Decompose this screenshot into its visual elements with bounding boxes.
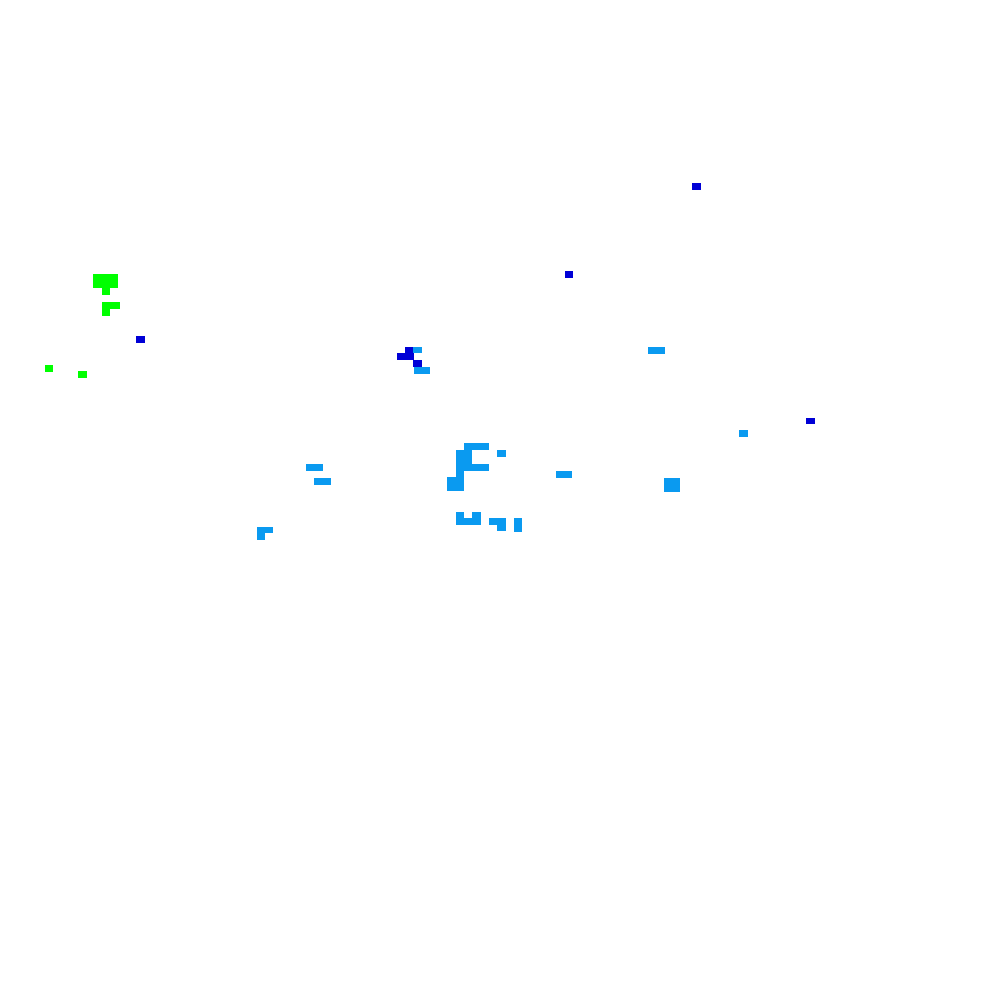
raster-cell-light-blue (456, 450, 472, 464)
raster-cell-dark-blue (136, 336, 145, 343)
raster-cell-dark-blue (413, 360, 422, 367)
raster-cell-dark-blue (397, 353, 414, 360)
raster-cell-light-blue (456, 470, 464, 477)
raster-cell-light-blue (556, 471, 572, 478)
raster-cell-dark-blue (565, 271, 573, 278)
raster-cell-light-blue (464, 443, 489, 450)
raster-cell-light-blue (489, 518, 506, 525)
raster-cell-light-blue (472, 512, 481, 519)
raster-cell-green (78, 371, 87, 378)
raster-cell-light-blue (447, 477, 464, 491)
raster-cell-light-blue (306, 464, 323, 471)
raster-cell-green (102, 309, 110, 316)
raster-cell-dark-blue (806, 418, 815, 424)
raster-cell-light-blue (739, 430, 748, 437)
raster-cell-light-blue (456, 512, 464, 519)
raster-cell-dark-blue (405, 347, 414, 354)
raster-cell-light-blue (413, 347, 422, 353)
raster-cell-green (45, 365, 53, 372)
raster-cell-light-blue (314, 478, 331, 485)
raster-cell-green (93, 274, 118, 288)
raster-cell-light-blue (257, 527, 273, 533)
raster-cell-dark-blue (692, 183, 701, 190)
raster-cell-light-blue (514, 518, 522, 532)
raster-cell-green (102, 302, 120, 309)
raster-cell-light-blue (497, 524, 506, 531)
raster-cell-light-blue (257, 533, 265, 540)
raster-cell-green (102, 288, 110, 295)
raster-cell-light-blue (497, 450, 506, 457)
raster-cell-light-blue (664, 478, 680, 492)
raster-cell-light-blue (456, 464, 489, 471)
raster-cell-light-blue (414, 367, 430, 374)
raster-cells (45, 183, 815, 540)
raster-cell-light-blue (648, 347, 665, 354)
raster-cell-light-blue (456, 518, 481, 525)
